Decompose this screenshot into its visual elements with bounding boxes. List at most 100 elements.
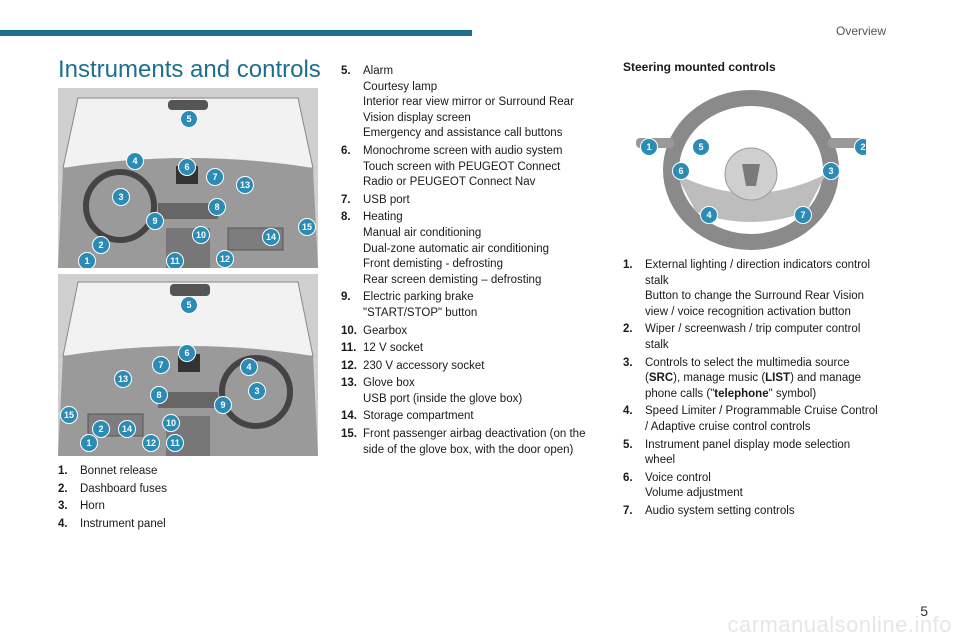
page-number: 5	[920, 603, 928, 619]
item-text: Front demisting - defrosting	[363, 258, 503, 271]
dash-bottom-callout-5: 5	[180, 296, 198, 314]
item-text: Rear screen demisting – defrosting	[363, 273, 542, 286]
item-number: 12.	[341, 359, 357, 372]
item-number: 1.	[623, 259, 633, 271]
dash-control-item: 3.Horn	[58, 499, 318, 515]
item-text: Button to change the Surround Rear Visio…	[645, 290, 865, 303]
dash-control-item: 2.Dashboard fuses	[58, 482, 318, 498]
item-text: wheel	[645, 454, 676, 467]
section-label: Overview	[835, 24, 886, 38]
dash-top-callout-3: 3	[112, 188, 130, 206]
dash-control-item: 15. Front passenger airbag deactivation (…	[341, 427, 603, 458]
dash-bottom-callout-3: 3	[248, 382, 266, 400]
item-number: 1.	[58, 465, 68, 477]
item-text: 12 V socket	[363, 342, 424, 355]
steering-control-item: 5.Instrument panel display mode selectio…	[623, 438, 893, 469]
item-text: Voice control	[645, 471, 711, 484]
item-number: 5.	[341, 65, 351, 77]
item-text: Manual air conditioning	[363, 226, 482, 239]
item-number: 3.	[623, 356, 633, 369]
item-text: Audio system setting controls	[645, 504, 795, 517]
dash-bottom-callout-15: 15	[60, 406, 78, 424]
dash-top-callout-9: 9	[146, 212, 164, 230]
watermark: carmanualsonline.info	[727, 612, 952, 637]
dash-bottom-callout-10: 10	[162, 414, 180, 432]
dash-bottom-callout-12: 12	[142, 434, 160, 452]
item-text: / Adaptive cruise control controls	[645, 420, 811, 433]
item-text: Vision display screen	[363, 111, 471, 124]
dash-top-callout-12: 12	[216, 250, 234, 268]
steering-control-item: 1. External lighting / direction indicato…	[623, 258, 893, 320]
item-text: Front passenger airbag deactivation (on …	[363, 428, 586, 441]
item-text: Monochrome screen with audio system	[363, 144, 563, 157]
item-text: Radio or PEUGEOT Connect Nav	[363, 176, 536, 189]
item-text: Gearbox	[363, 324, 408, 337]
dash-bottom-callout-14: 14	[118, 420, 136, 438]
dash-control-item: 14.Storage compartment	[341, 409, 603, 425]
dash-control-item: 11. 12 V socket	[341, 341, 603, 357]
wheel-callout-3: 3	[822, 162, 840, 180]
dashboard-drawing-rhd	[58, 274, 318, 456]
item-text: USB port	[363, 193, 410, 206]
item-text: Courtesy lamp	[363, 80, 438, 93]
dash-bottom-callout-1: 1	[80, 434, 98, 452]
item-number: 4.	[58, 517, 68, 530]
steering-controls-list: 1. External lighting / direction indicato…	[623, 258, 893, 522]
dash-top-callout-11: 11	[166, 252, 184, 268]
item-text: Touch screen with PEUGEOT Connect	[363, 160, 561, 173]
page-title: Instruments and controls	[58, 56, 321, 83]
dash-control-item: 12. 230 V accessory socket	[341, 359, 603, 375]
item-number: 11.	[341, 342, 357, 355]
dash-top-callout-13: 13	[236, 176, 254, 194]
dash-top-callout-15: 15	[298, 218, 316, 236]
item-text: phone calls ("telephone" symbol)	[645, 387, 817, 400]
wheel-callout-6: 6	[672, 162, 690, 180]
item-text: Dashboard fuses	[80, 482, 167, 495]
wheel-callout-4: 4	[700, 206, 718, 224]
wheel-callout-5: 5	[692, 138, 710, 156]
item-number: 2.	[623, 323, 633, 336]
dash-bottom-callout-8: 8	[150, 386, 168, 404]
item-text: view / voice recognition activation butt…	[645, 305, 851, 318]
dash-control-item: 10.Gearbox	[341, 324, 603, 340]
item-text: "START/STOP" button	[363, 306, 478, 319]
item-text: Alarm	[363, 65, 394, 77]
dash-top-callout-2: 2	[92, 236, 110, 254]
item-text: Instrument panel display mode selection	[645, 438, 851, 451]
dash-bottom-callout-13: 13	[114, 370, 132, 388]
item-text: Volume adjustment	[645, 487, 743, 500]
dash-bottom-callout-4: 4	[240, 358, 258, 376]
item-text: Storage compartment	[363, 410, 474, 423]
dash-bottom-callout-9: 9	[214, 396, 232, 414]
dash-bottom-callout-7: 7	[152, 356, 170, 374]
item-text: Heating	[363, 211, 403, 224]
item-number: 15.	[341, 428, 357, 441]
item-text: Interior rear view mirror or Surround Re…	[363, 96, 574, 109]
dash-top-callout-6: 6	[178, 158, 196, 176]
item-number: 6.	[341, 144, 351, 157]
steering-control-item: 2.Wiper / screenwash / trip computer con…	[623, 322, 893, 353]
item-number: 4.	[623, 405, 633, 418]
item-text: Controls to select the multimedia source	[645, 356, 850, 369]
dash-top-callout-10: 10	[192, 226, 210, 244]
item-text: External lighting / direction indicators…	[645, 259, 871, 271]
item-text: Glove box	[363, 377, 415, 390]
steering-control-item: 7.Audio system setting controls	[623, 504, 893, 520]
item-text: USB port (inside the glove box)	[363, 392, 523, 405]
item-text: 230 V accessory socket	[363, 359, 485, 372]
dash-top-callout-4: 4	[126, 152, 144, 170]
dash-top-callout-5: 5	[180, 110, 198, 128]
dash-top-callout-8: 8	[208, 198, 226, 216]
item-number: 13.	[341, 377, 357, 390]
item-text: Bonnet release	[80, 465, 158, 477]
dash-top-callout-7: 7	[206, 168, 224, 186]
item-number: 3.	[58, 500, 68, 513]
